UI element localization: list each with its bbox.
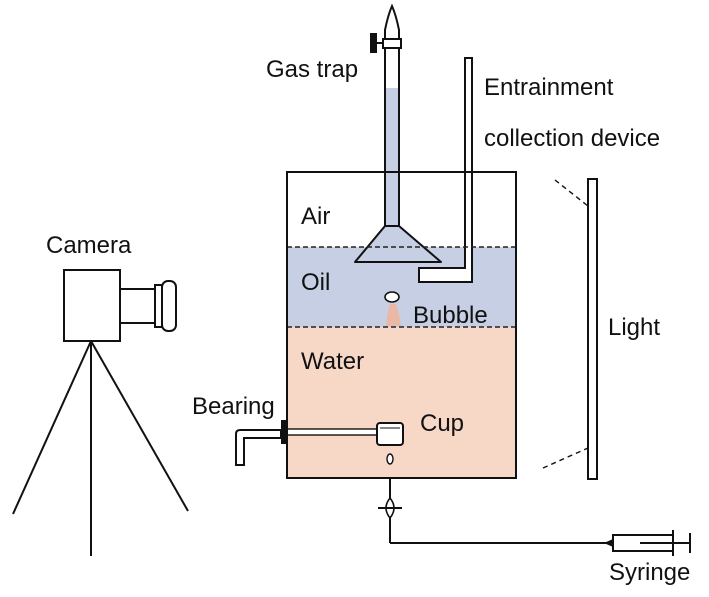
label-camera: Camera — [46, 232, 132, 259]
label-entrainment-line1: Entrainment — [484, 74, 614, 101]
entrainment-device — [418, 57, 473, 283]
camera-body — [63, 269, 121, 342]
tank — [286, 171, 517, 479]
label-light: Light — [608, 314, 661, 341]
label-oil: Oil — [301, 269, 331, 296]
camera-lens-front — [161, 280, 177, 332]
gas-trap-column-fill — [385, 88, 399, 238]
label-entrainment-line2: collection device — [484, 125, 661, 152]
label-cup: Cup — [420, 410, 465, 437]
label-syringe: Syringe — [609, 559, 691, 586]
cup-shaft — [286, 428, 379, 436]
cup-outlet-bubble — [386, 453, 394, 465]
label-bearing: Bearing — [192, 393, 275, 420]
gas-trap-funnel — [354, 225, 442, 263]
gas-trap-tip — [384, 3, 400, 48]
label-bubble: Bubble — [413, 302, 488, 329]
water-layer — [287, 327, 516, 478]
label-gas-trap: Gas trap — [266, 56, 359, 83]
tripod-right-leg — [90, 340, 189, 512]
cup — [376, 422, 404, 446]
bubble — [384, 291, 400, 303]
light-beam-bottom — [542, 447, 589, 469]
gas-trap-valve-handle — [370, 33, 377, 53]
label-water: Water — [301, 348, 365, 375]
camera-lens-barrel — [119, 288, 156, 324]
light-panel — [587, 178, 598, 480]
bearing — [281, 420, 288, 444]
syringe-tip — [604, 539, 613, 547]
light-beam-top — [554, 179, 589, 207]
bearing-handle — [235, 429, 282, 466]
tripod-left-leg — [12, 340, 92, 515]
camera-lens-ring — [154, 284, 163, 328]
label-air: Air — [301, 203, 331, 230]
gas-trap-valve-body — [382, 38, 402, 49]
bubble-trail — [386, 304, 401, 326]
